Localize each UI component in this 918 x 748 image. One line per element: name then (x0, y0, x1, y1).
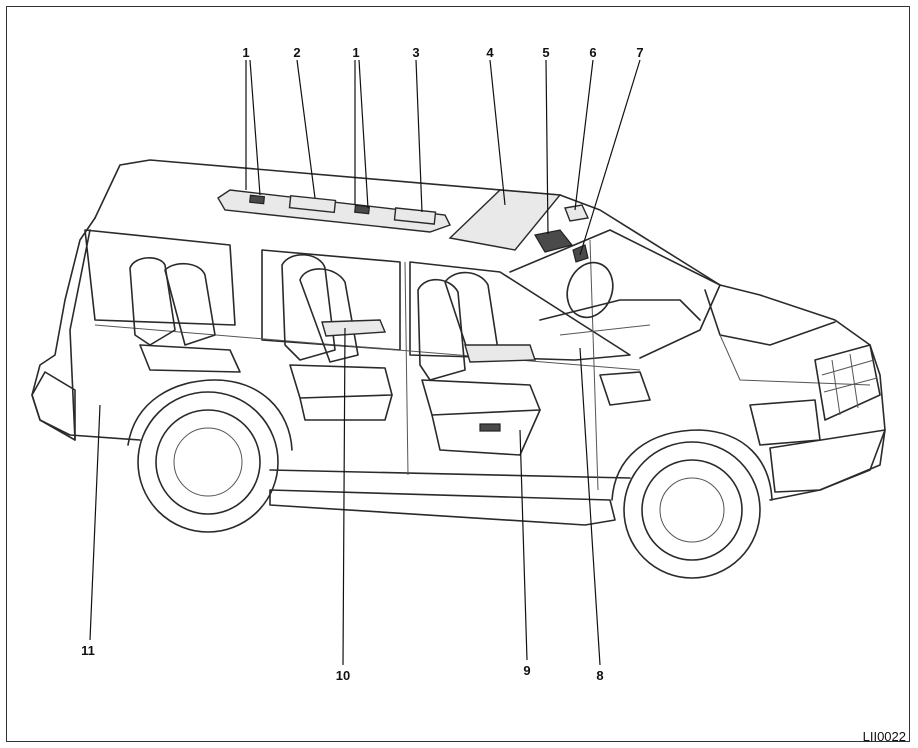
window-frames (84, 229, 721, 491)
overhead-console (217, 189, 451, 233)
callout-10: 10 (336, 668, 350, 683)
callout-1a: 1 (242, 45, 249, 60)
figure-code: LII0022 (862, 729, 906, 744)
callout-8: 8 (596, 668, 603, 683)
vehicle-body (31, 159, 886, 526)
front-wheel (623, 441, 761, 579)
roof-switch-cluster (534, 204, 590, 263)
callout-6: 6 (589, 45, 596, 60)
sunroof (448, 189, 562, 251)
diagram-frame (6, 6, 910, 742)
callout-11: 11 (81, 643, 95, 658)
rear-wheel (137, 391, 279, 533)
third-row-seats (129, 257, 241, 373)
callout-7: 7 (636, 45, 643, 60)
callout-leaders (89, 59, 641, 666)
callout-labels: 1 2 1 3 4 5 6 7 8 9 10 11 (81, 45, 643, 683)
callout-9: 9 (523, 663, 530, 678)
callout-5: 5 (542, 45, 549, 60)
callout-2: 2 (293, 45, 300, 60)
dashboard (539, 261, 701, 336)
callout-3: 3 (412, 45, 419, 60)
callout-1b: 1 (352, 45, 359, 60)
callout-4: 4 (486, 45, 494, 60)
second-row-seats (281, 254, 393, 421)
front-seats (417, 271, 541, 456)
